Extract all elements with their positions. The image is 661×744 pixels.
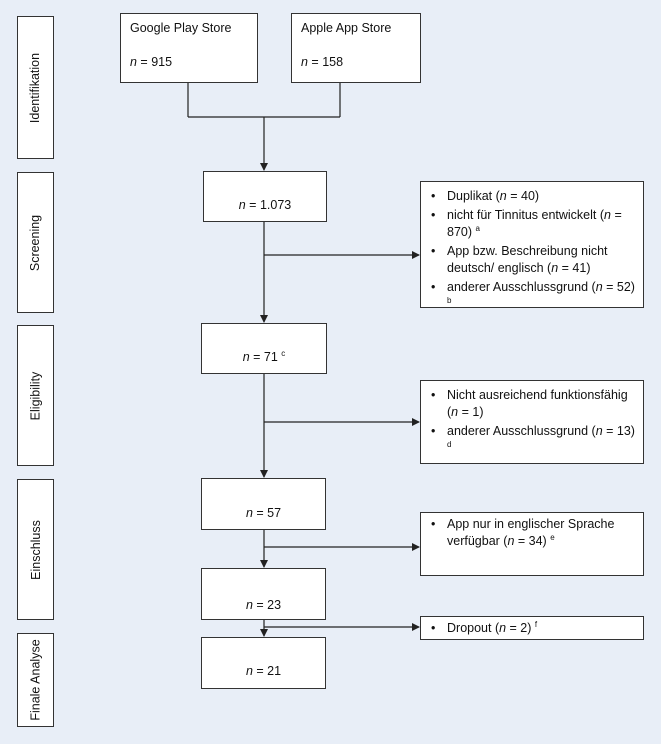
flow-box-eligibility: n = 71 c [201,323,327,374]
exclusion-item: nicht für Tinnitus entwickelt (n = 870) … [429,207,635,241]
exclusion-list: Duplikat (n = 40) nicht für Tinnitus entw… [421,182,643,313]
stage-eligibility: Eligibility [17,325,54,466]
exclusion-item: anderer Ausschlussgrund (n = 52) b [429,279,635,313]
source-count: n = 158 [301,55,344,69]
exclusion-list: Nicht ausreichend funktionsfähig (n = 1)… [421,381,643,457]
stage-label: Eligibility [28,371,43,420]
source-title: Apple App Store [301,21,392,35]
flow-count: n = 21 [245,664,282,678]
flow-box-einschluss: n = 57 [201,478,326,530]
exclusion-box-einschluss: App nur in englischer Sprache verfügbar … [420,512,644,576]
stage-einschluss: Einschluss [17,479,54,620]
stage-identifikation: Identifikation [17,16,54,159]
flow-count: n = 71 c [242,348,286,364]
exclusion-list: App nur in englischer Sprache verfügbar … [421,513,643,550]
stage-label: Identifikation [28,52,43,123]
flow-count: n = 1.073 [238,198,292,212]
flow-box-final: n = 21 [201,637,326,689]
exclusion-item: anderer Ausschlussgrund (n = 13) d [429,423,635,457]
exclusion-item: Nicht ausreichend funktionsfähig (n = 1) [429,387,635,421]
exclusion-item: Dropout (n = 2) f [429,620,635,637]
exclusion-box-screening: Duplikat (n = 40) nicht für Tinnitus entw… [420,181,644,308]
flow-box-english-removed: n = 23 [201,568,326,620]
source-apple-app-store: Apple App Store n = 158 [291,13,421,83]
stage-label: Screening [28,214,43,271]
exclusion-box-eligibility: Nicht ausreichend funktionsfähig (n = 1)… [420,380,644,464]
stage-label: Einschluss [28,519,43,580]
stage-screening: Screening [17,172,54,313]
stage-finale-analyse: Finale Analyse [17,633,54,727]
flow-box-screening: n = 1.073 [203,171,327,222]
flow-count: n = 57 [245,506,282,520]
exclusion-box-dropout: Dropout (n = 2) f [420,616,644,640]
source-count: n = 915 [130,55,173,69]
exclusion-list: Dropout (n = 2) f [421,617,643,637]
exclusion-item: App nur in englischer Sprache verfügbar … [429,516,635,550]
source-title: Google Play Store [130,21,232,35]
stage-label: Finale Analyse [28,639,43,721]
flow-count: n = 23 [245,598,282,612]
exclusion-item: Duplikat (n = 40) [429,188,635,205]
exclusion-item: App bzw. Beschreibung nicht deutsch/ eng… [429,243,635,277]
source-google-play: Google Play Store n = 915 [120,13,258,83]
